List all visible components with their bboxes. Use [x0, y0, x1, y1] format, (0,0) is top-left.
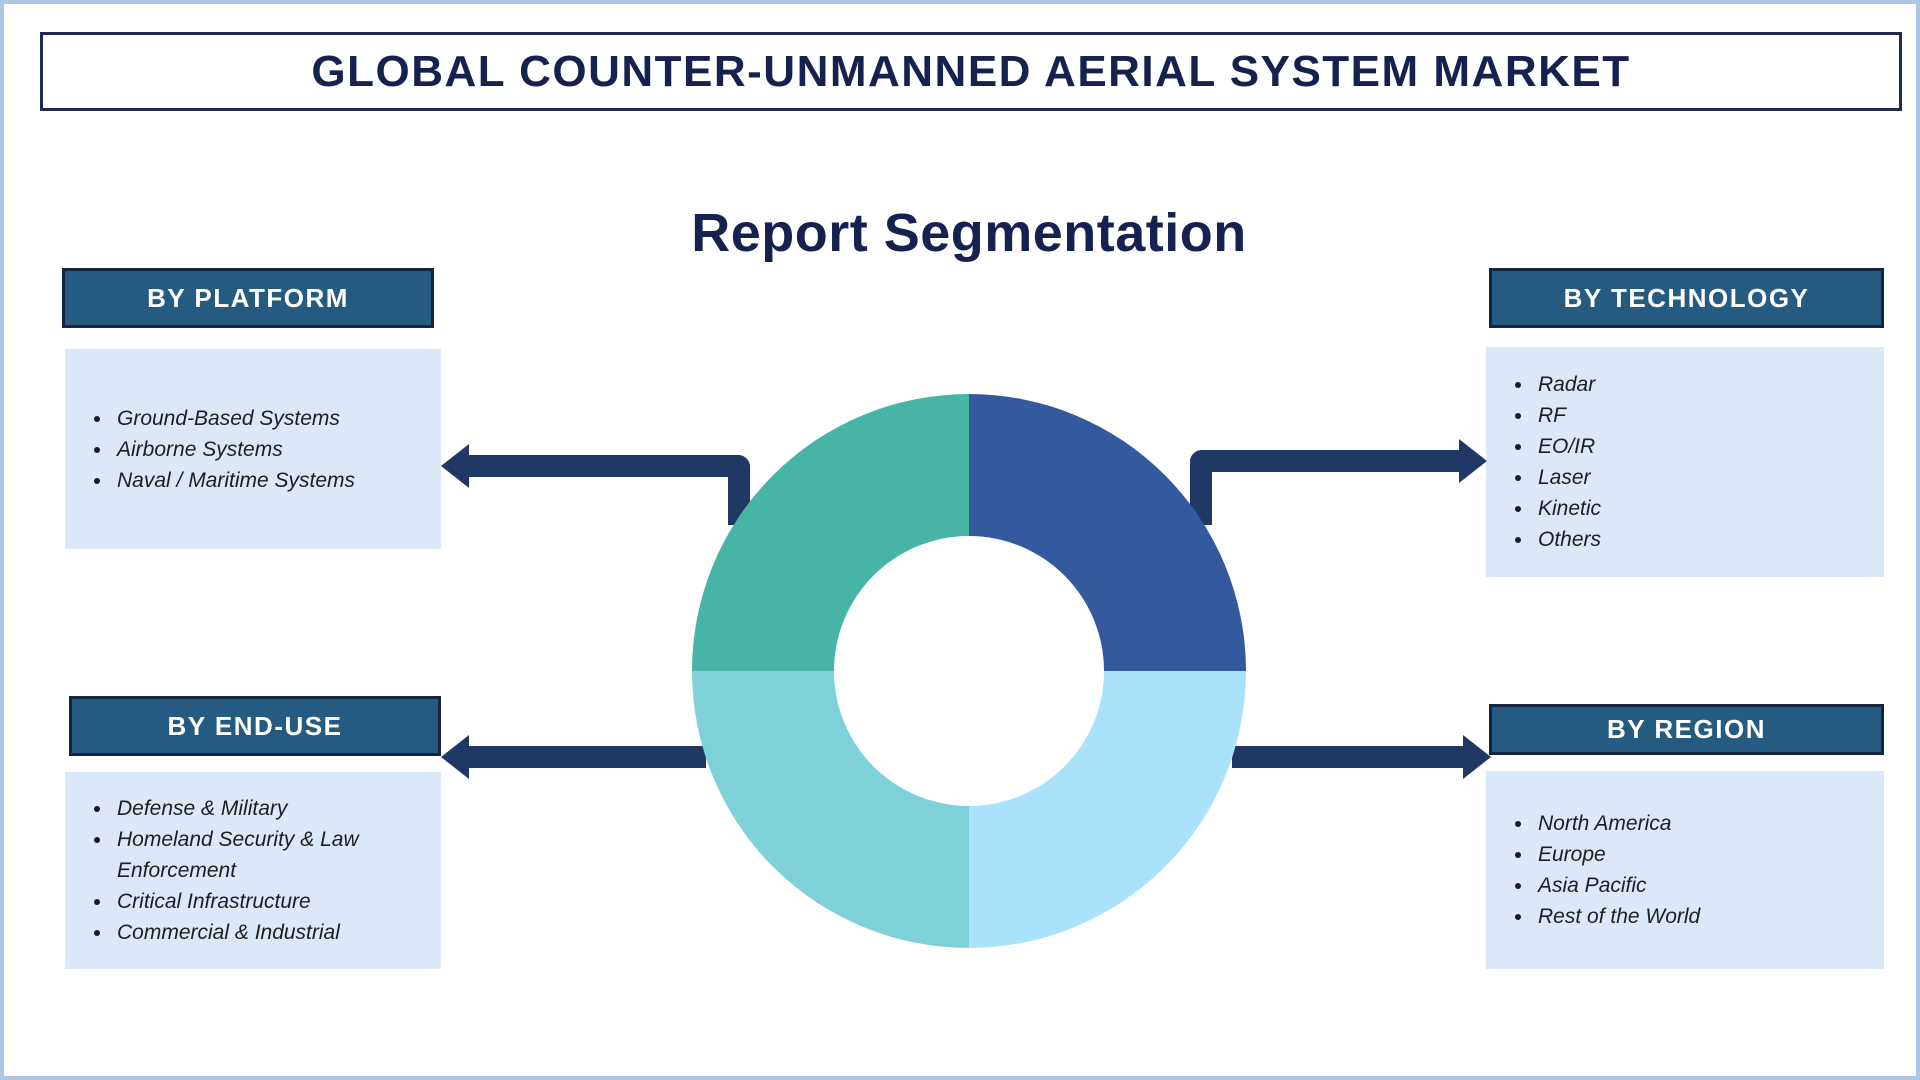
arrow-to-technology-bar — [1190, 450, 1462, 472]
segment-header-technology: BY TECHNOLOGY — [1489, 268, 1884, 328]
segment-header-enduse: BY END-USE — [69, 696, 441, 756]
list-item: Kinetic — [1534, 493, 1601, 524]
arrow-to-region-bar — [1232, 746, 1466, 768]
list-item: Defense & Military — [113, 793, 431, 824]
platform-item-list: Ground-Based SystemsAirborne SystemsNava… — [65, 403, 365, 496]
section-heading: Report Segmentation — [691, 203, 1247, 263]
list-item: Radar — [1534, 369, 1601, 400]
arrow-to-platform-bar — [462, 455, 750, 477]
segment-header-platform-label: BY PLATFORM — [147, 282, 349, 313]
arrow-to-platform-head-icon — [441, 444, 469, 488]
list-item: EO/IR — [1534, 431, 1601, 462]
segment-header-technology-label: BY TECHNOLOGY — [1563, 282, 1810, 313]
title-banner: GLOBAL COUNTER-UNMANNED AERIAL SYSTEM MA… — [40, 32, 1902, 111]
region-item-list: North AmericaEuropeAsia PacificRest of t… — [1486, 808, 1710, 932]
list-item: Homeland Security & Law Enforcement — [113, 824, 431, 886]
segment-panel-platform: Ground-Based SystemsAirborne SystemsNava… — [65, 349, 441, 549]
arrow-to-enduse-head-icon — [441, 735, 469, 779]
segment-header-platform: BY PLATFORM — [62, 268, 434, 328]
list-item: Ground-Based Systems — [113, 403, 355, 434]
arrow-to-technology-head-icon — [1459, 439, 1487, 483]
segment-header-region: BY REGION — [1489, 704, 1884, 755]
technology-item-list: RadarRFEO/IRLaserKineticOthers — [1486, 369, 1611, 555]
donut-chart — [692, 394, 1246, 948]
list-item: North America — [1534, 808, 1700, 839]
page-title: GLOBAL COUNTER-UNMANNED AERIAL SYSTEM MA… — [311, 46, 1631, 96]
list-item: Others — [1534, 524, 1601, 555]
arrow-to-region-head-icon — [1463, 735, 1491, 779]
arrow-to-technology-elbow — [1190, 450, 1212, 525]
segment-panel-technology: RadarRFEO/IRLaserKineticOthers — [1486, 347, 1884, 577]
segment-panel-region: North AmericaEuropeAsia PacificRest of t… — [1486, 771, 1884, 969]
list-item: Asia Pacific — [1534, 870, 1700, 901]
segment-header-enduse-label: BY END-USE — [167, 710, 343, 741]
list-item: Commercial & Industrial — [113, 917, 431, 948]
list-item: Rest of the World — [1534, 901, 1700, 932]
segment-panel-enduse: Defense & MilitaryHomeland Security & La… — [65, 772, 441, 969]
arrow-to-enduse-bar — [462, 746, 706, 768]
list-item: Airborne Systems — [113, 434, 355, 465]
segment-header-region-label: BY REGION — [1607, 714, 1766, 744]
list-item: Critical Infrastructure — [113, 886, 431, 917]
list-item: Europe — [1534, 839, 1700, 870]
list-item: RF — [1534, 400, 1601, 431]
list-item: Laser — [1534, 462, 1601, 493]
list-item: Naval / Maritime Systems — [113, 465, 355, 496]
enduse-item-list: Defense & MilitaryHomeland Security & La… — [65, 793, 441, 948]
